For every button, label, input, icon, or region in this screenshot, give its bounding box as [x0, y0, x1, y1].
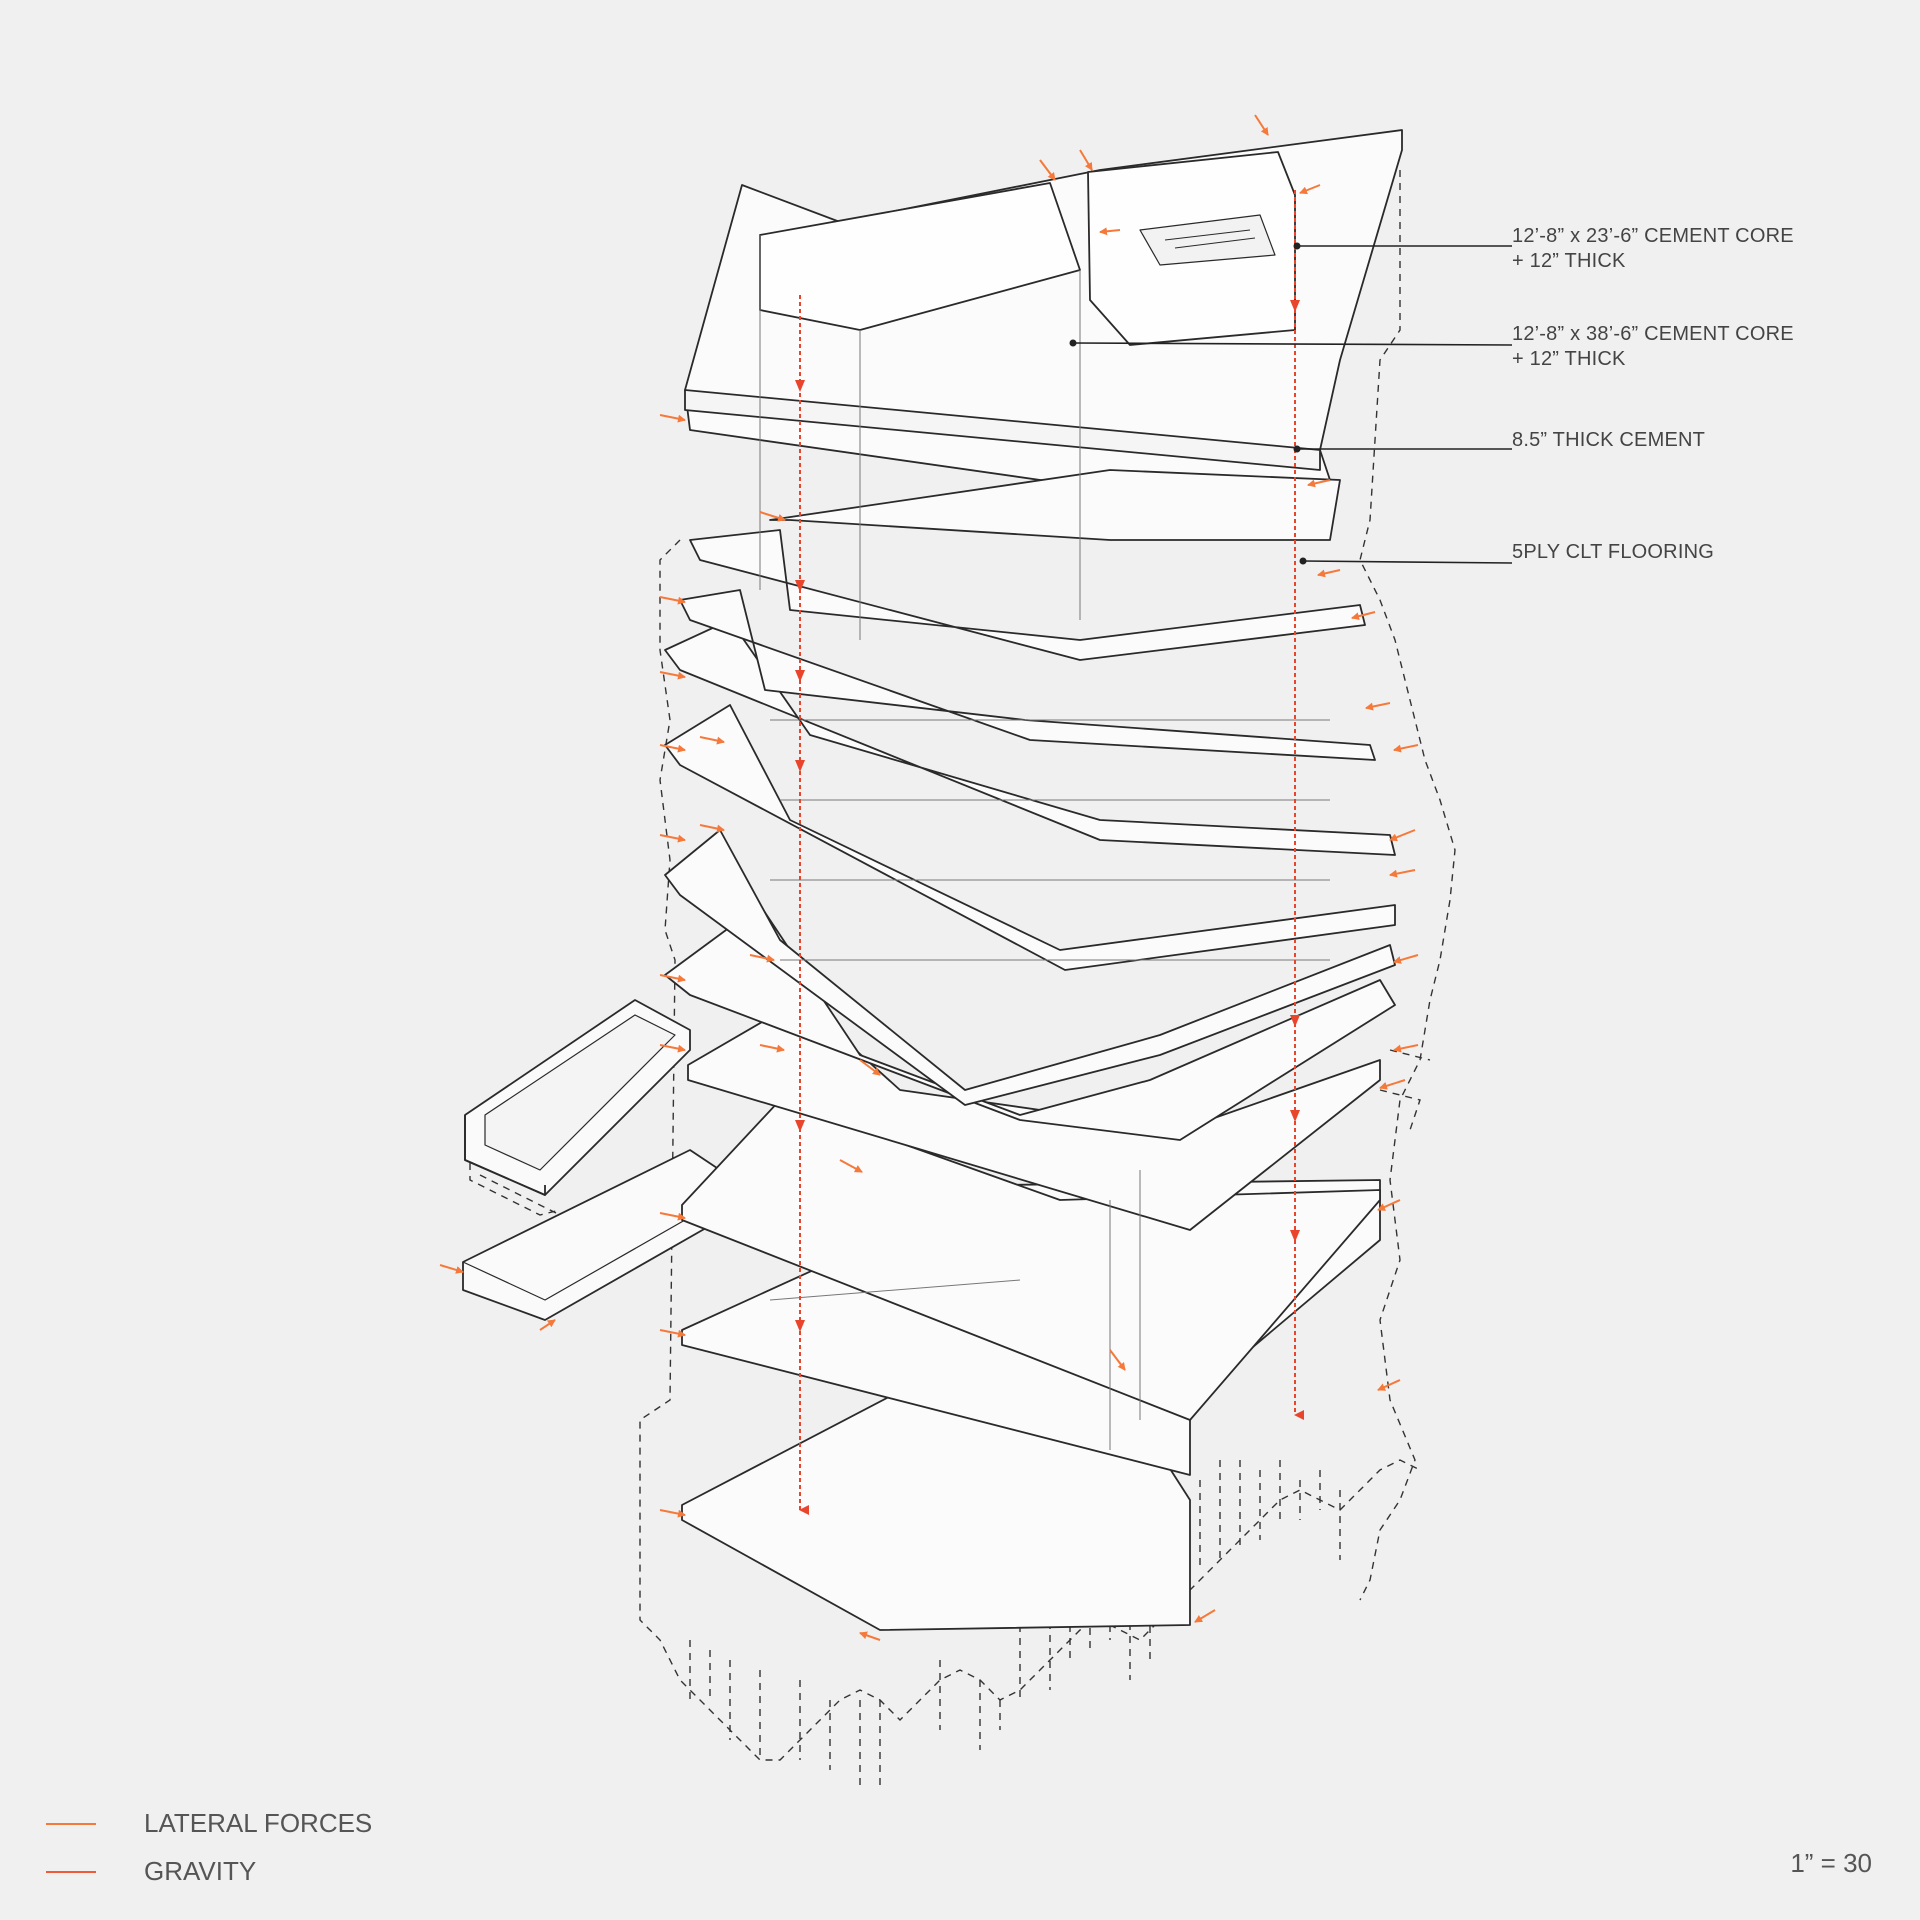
callout-dots — [1069, 242, 1307, 565]
scale-label: 1” = 30 — [1790, 1848, 1872, 1878]
callout-core-small: 12’-8” x 23’-6” CEMENT CORE + 12” THICK — [1512, 224, 1794, 274]
legend-label: GRAVITY — [144, 1856, 257, 1886]
legend-label: LATERAL FORCES — [144, 1808, 373, 1838]
callout-clt-flooring: 5PLY CLT FLOORING — [1512, 540, 1714, 565]
lateral-forces-swatch — [46, 1823, 96, 1825]
inner-linework — [759, 235, 1330, 1450]
wing-slabs — [462, 999, 721, 1321]
dashed-outline — [469, 170, 1456, 1790]
callout-line2: + 12” THICK — [1512, 348, 1626, 370]
legend-gravity: GRAVITY — [46, 1856, 256, 1886]
gravity-lines — [799, 190, 1304, 1515]
lateral-force-arrows — [439, 114, 1419, 1641]
callout-core-large: 12’-8” x 38’-6” CEMENT CORE + 12” THICK — [1512, 322, 1794, 372]
callout-line1: 5PLY CLT FLOORING — [1512, 541, 1714, 563]
roof-structure — [684, 129, 1403, 541]
gravity-swatch — [46, 1871, 96, 1873]
callout-leaders — [1072, 245, 1513, 564]
legend-lateral-forces: LATERAL FORCES — [46, 1808, 372, 1838]
callout-line1: 8.5” THICK CEMENT — [1512, 429, 1706, 451]
callout-line1: 12’-8” x 23’-6” CEMENT CORE — [1512, 225, 1794, 247]
floor-slabs — [664, 529, 1396, 1631]
callout-line1: 12’-8” x 38’-6” CEMENT CORE — [1512, 323, 1794, 345]
callout-cement-slab: 8.5” THICK CEMENT — [1512, 428, 1705, 453]
gravity-arrowheads — [795, 300, 1300, 1332]
callout-line2: + 12” THICK — [1512, 250, 1626, 272]
